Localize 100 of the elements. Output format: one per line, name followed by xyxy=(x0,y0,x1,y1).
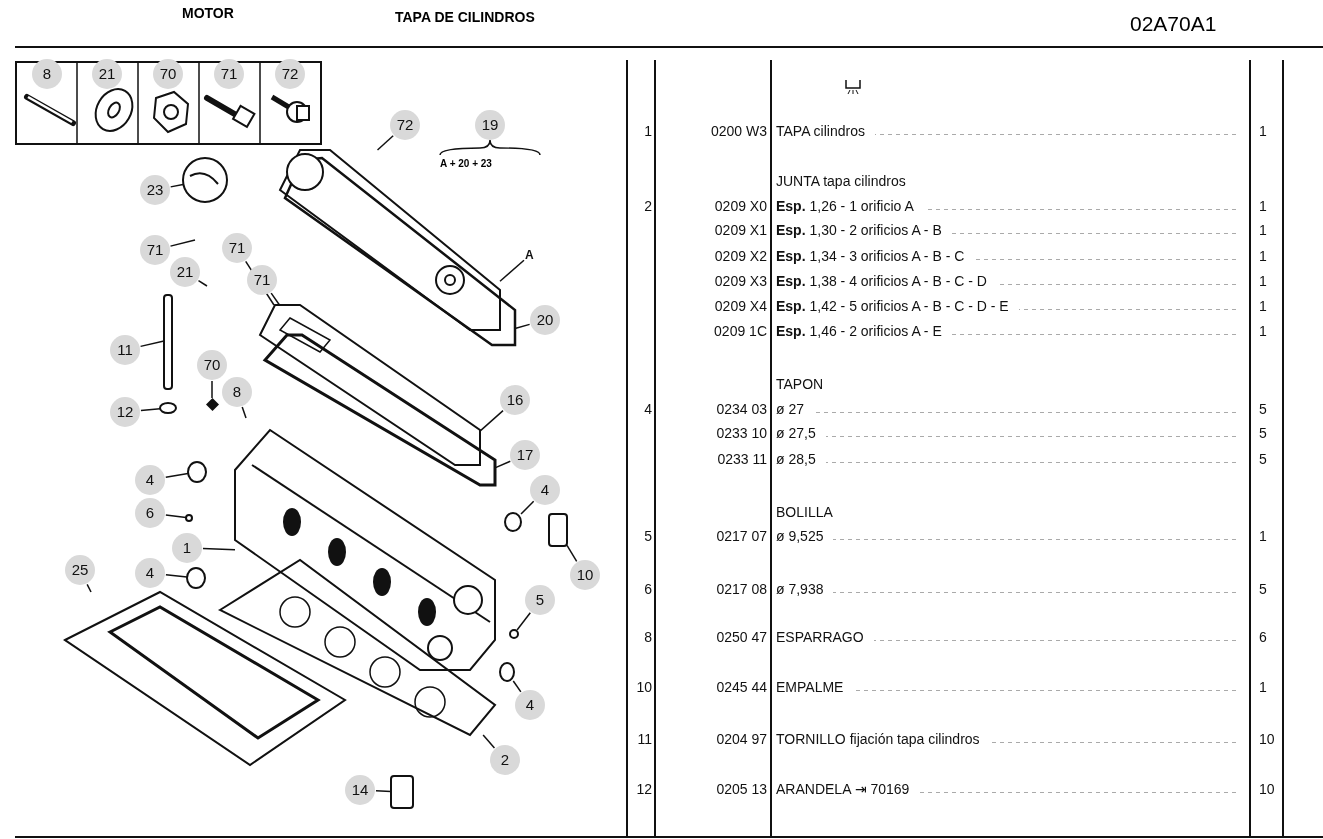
plug-drawing xyxy=(187,461,207,483)
callout-number: 14 xyxy=(345,775,375,805)
reference-letter: A xyxy=(525,246,534,264)
leader-line xyxy=(494,460,512,469)
quantity: 1 xyxy=(1259,297,1267,315)
part-description: Esp. 1,34 - 3 orificios A - B - C xyxy=(776,247,1238,265)
item-number: 8 xyxy=(644,628,652,646)
quantity: 5 xyxy=(1259,400,1267,418)
callout-number: 17 xyxy=(510,440,540,470)
gasket-drawing xyxy=(283,156,517,347)
part-number: 0250 47 xyxy=(716,628,767,646)
callout-number: 4 xyxy=(515,690,545,720)
part-group-name: BOLILLA xyxy=(776,503,833,521)
callout-number: 71 xyxy=(247,265,277,295)
callout-number: 70 xyxy=(197,350,227,380)
callout-number: 4 xyxy=(530,475,560,505)
quantity: 1 xyxy=(1259,678,1267,696)
washer-drawing xyxy=(159,402,177,414)
quantity: 1 xyxy=(1259,247,1267,265)
part-number: 0204 97 xyxy=(716,730,767,748)
page-title: TAPA DE CILINDROS xyxy=(395,9,535,25)
quantity: 1 xyxy=(1259,322,1267,340)
fitting-drawing xyxy=(548,513,568,547)
leader-line xyxy=(139,340,165,348)
leader-line xyxy=(566,544,578,563)
callout-number: 23 xyxy=(140,175,170,205)
gasket-set-drawing xyxy=(63,590,347,767)
callout-number: 20 xyxy=(530,305,560,335)
part-description: Esp. 1,42 - 5 orificios A - B - C - D - E xyxy=(776,297,1238,315)
callout-number: 71 xyxy=(140,235,170,265)
callout-number: 72 xyxy=(275,59,305,89)
part-description: Esp. 1,46 - 2 orificios A - E xyxy=(776,322,1238,340)
valve-cover-drawing xyxy=(278,149,501,331)
ball-drawing xyxy=(509,629,519,639)
leader-line xyxy=(140,408,161,412)
callout-number: 19 xyxy=(475,110,505,140)
part-number: 0245 44 xyxy=(716,678,767,696)
leader-line xyxy=(512,680,522,693)
item-number: 10 xyxy=(636,678,652,696)
leader-line xyxy=(514,323,531,330)
callout-number: 12 xyxy=(110,397,140,427)
part-number: 0217 07 xyxy=(716,527,767,545)
part-number: 0209 1C xyxy=(714,322,767,340)
leader-line xyxy=(197,279,208,287)
callout-number: 72 xyxy=(390,110,420,140)
gasket-drawing xyxy=(262,333,497,487)
leader-line xyxy=(165,514,187,519)
ball-drawing xyxy=(185,514,193,522)
callout-number: 8 xyxy=(222,377,252,407)
callout-number: 70 xyxy=(153,59,183,89)
leader-line xyxy=(169,239,196,247)
part-group-name: JUNTA tapa cilindros xyxy=(776,172,906,190)
part-group-name: TAPON xyxy=(776,375,824,393)
quantity: 6 xyxy=(1259,628,1267,646)
head-gasket-drawing xyxy=(217,558,497,737)
item-number: 11 xyxy=(637,730,652,748)
quantity: 5 xyxy=(1259,580,1267,598)
callout-number: 10 xyxy=(570,560,600,590)
callout-number: 8 xyxy=(32,59,62,89)
cap-drawing xyxy=(182,157,228,203)
leader-line xyxy=(375,790,392,793)
leader-line xyxy=(516,611,532,631)
callout-number: 4 xyxy=(135,558,165,588)
leader-line xyxy=(165,472,189,479)
part-number: 0217 08 xyxy=(716,580,767,598)
part-description: Esp. 1,38 - 4 orificios A - B - C - D xyxy=(776,272,1238,290)
leader-line xyxy=(169,183,184,188)
reference-code: 02A70A1 xyxy=(1130,12,1217,36)
callout-number: 21 xyxy=(92,59,122,89)
plug-drawing xyxy=(390,775,414,809)
part-number: 0209 X3 xyxy=(714,272,767,290)
item-number: 6 xyxy=(644,580,652,598)
leader-line xyxy=(270,292,281,306)
leader-line xyxy=(479,409,504,432)
quantity: 1 xyxy=(1259,272,1267,290)
quantity: 1 xyxy=(1259,221,1267,239)
quantity: 1 xyxy=(1259,122,1267,140)
callout-number: 2 xyxy=(490,745,520,775)
part-number: 0205 13 xyxy=(716,780,767,798)
plug-drawing xyxy=(499,662,515,682)
leader-line xyxy=(520,500,535,515)
part-number: 0209 X0 xyxy=(714,197,767,215)
part-description: TORNILLO fijación tapa cilindros xyxy=(776,730,1238,748)
quantity: 10 xyxy=(1259,780,1275,798)
quantity: 1 xyxy=(1259,197,1267,215)
leader-line xyxy=(202,547,236,551)
part-description: Esp. 1,30 - 2 orificios A - B xyxy=(776,221,1238,239)
assembly-note: A + 20 + 23 xyxy=(440,158,492,169)
leader-line xyxy=(165,574,188,578)
callout-number: 25 xyxy=(65,555,95,585)
quantity: 5 xyxy=(1259,450,1267,468)
part-number: 0209 X2 xyxy=(714,247,767,265)
plug-drawing xyxy=(504,512,522,532)
nut-drawing xyxy=(206,398,219,411)
leader-line xyxy=(211,380,213,399)
part-number: 0200 W3 xyxy=(710,122,767,140)
callout-number: 21 xyxy=(170,257,200,287)
cover-drawing xyxy=(258,304,481,466)
callout-number: 71 xyxy=(222,233,252,263)
cylinder-head-drawing xyxy=(234,428,496,671)
